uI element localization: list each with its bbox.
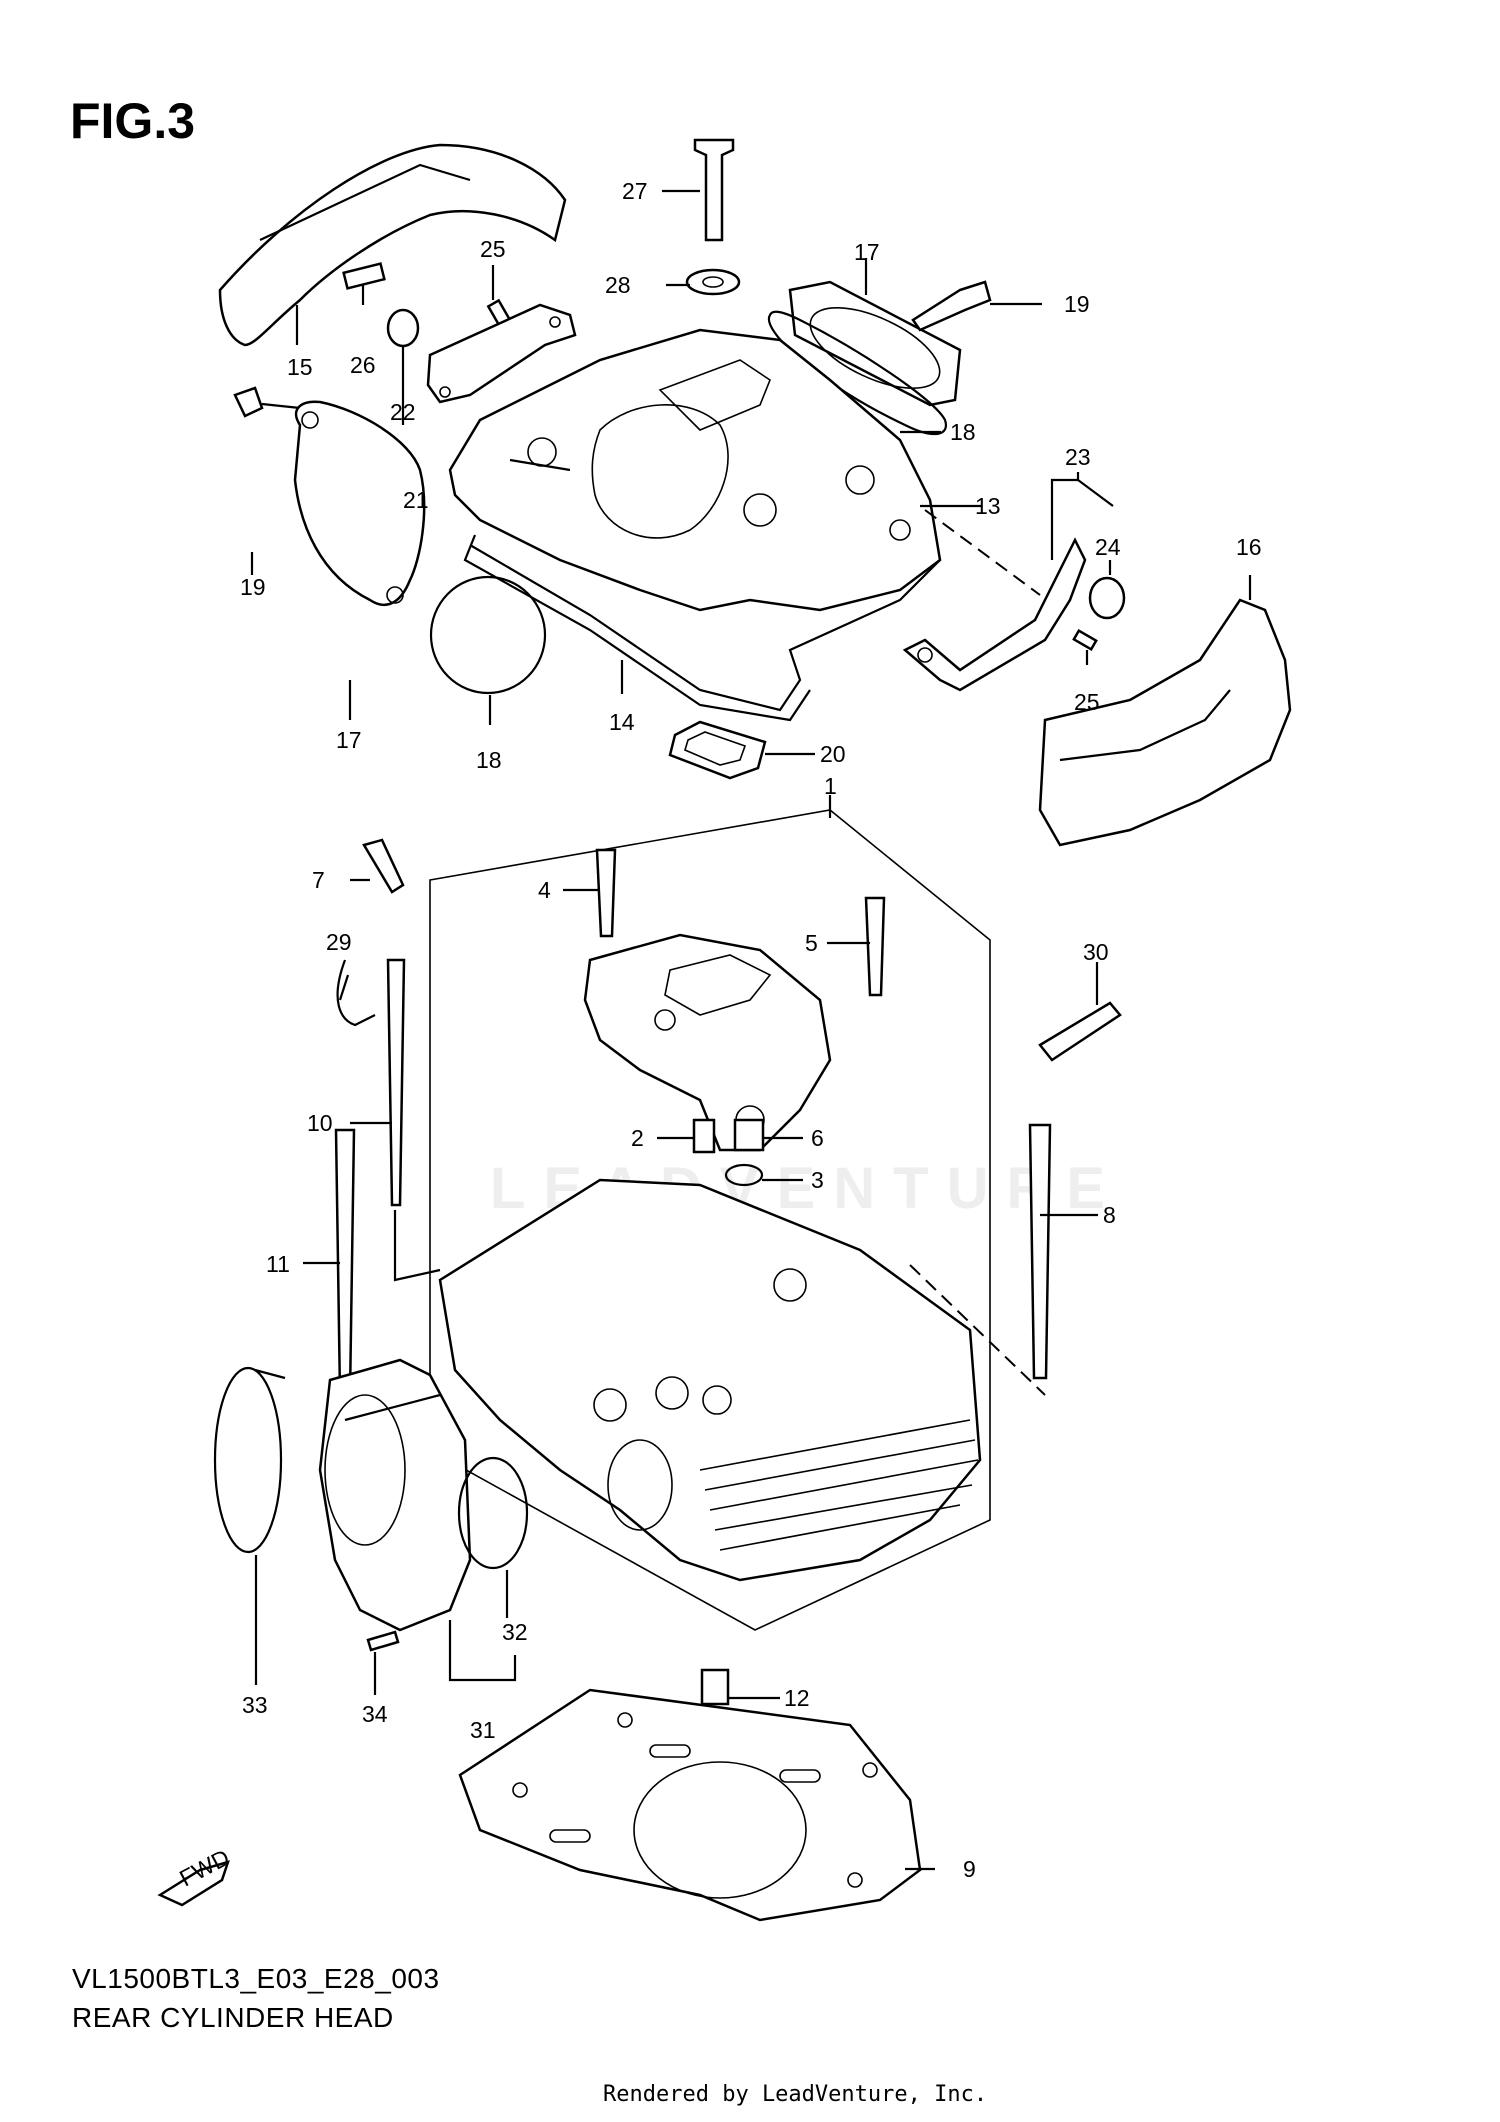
fwd-arrow-icon: FWD <box>157 1844 234 1907</box>
part-21-bracket[interactable] <box>426 303 577 404</box>
callout-19-left[interactable]: 19 <box>240 574 266 600</box>
callout-28[interactable]: 28 <box>605 272 631 298</box>
part-7-stud[interactable] <box>362 838 405 894</box>
part-29-clip[interactable] <box>336 959 376 1027</box>
part-1-cylinder-head[interactable] <box>438 1178 982 1582</box>
part-25-bolt-right[interactable] <box>1072 628 1098 652</box>
part-32-oring[interactable] <box>457 1456 529 1570</box>
part-6-collar[interactable] <box>733 1118 765 1152</box>
part-26-key[interactable] <box>342 262 386 290</box>
part-23-bracket[interactable] <box>902 537 1087 692</box>
callout-30[interactable]: 30 <box>1083 939 1109 965</box>
part-17-cap-left[interactable] <box>293 400 426 606</box>
part-27-bolt[interactable] <box>693 138 735 242</box>
callout-19-top[interactable]: 19 <box>1064 291 1090 317</box>
part-5-bolt[interactable] <box>864 896 886 997</box>
model-code: VL1500BTL3_E03_E28_003 <box>72 1963 440 1994</box>
callout-34[interactable]: 34 <box>362 1701 388 1727</box>
part-10-bolt[interactable] <box>386 958 406 1207</box>
callout-7[interactable]: 7 <box>312 867 325 893</box>
callout-21[interactable]: 21 <box>403 487 429 513</box>
part-20-gasket[interactable] <box>668 720 767 780</box>
callout-17-top[interactable]: 17 <box>854 239 880 265</box>
callout-26[interactable]: 26 <box>350 352 376 378</box>
part-31-intake-pipe[interactable] <box>318 1358 472 1632</box>
callout-4[interactable]: 4 <box>538 877 551 903</box>
callout-2[interactable]: 2 <box>631 1125 644 1151</box>
part-16-right-cover[interactable] <box>1038 598 1292 847</box>
callout-25-top[interactable]: 25 <box>480 236 506 262</box>
callout-6[interactable]: 6 <box>811 1125 824 1151</box>
callout-29[interactable]: 29 <box>326 929 352 955</box>
render-credit: Rendered by LeadVenture, Inc. <box>603 2082 988 2107</box>
part-2-dowel[interactable] <box>692 1118 716 1154</box>
callout-1[interactable]: 1 <box>824 773 837 799</box>
part-19-bolt-left[interactable] <box>233 386 264 418</box>
part-19-bolt-top[interactable] <box>911 280 992 332</box>
callout-12[interactable]: 12 <box>784 1685 810 1711</box>
part-3-oring[interactable] <box>724 1163 764 1187</box>
callout-9[interactable]: 9 <box>963 1856 976 1882</box>
callout-27[interactable]: 27 <box>622 178 648 204</box>
callout-18-left[interactable]: 18 <box>476 747 502 773</box>
part-12-dowel[interactable] <box>700 1668 730 1706</box>
callout-23[interactable]: 23 <box>1065 444 1091 470</box>
leader-lines <box>250 189 1252 1871</box>
part-18-oring-left[interactable] <box>429 575 547 695</box>
part-28-washer[interactable] <box>685 268 741 296</box>
part-15-left-cover[interactable] <box>218 143 567 347</box>
part-17-cap-top[interactable] <box>788 280 962 407</box>
callout-15[interactable]: 15 <box>287 354 313 380</box>
callout-20[interactable]: 20 <box>820 741 846 767</box>
part-4-bolt[interactable] <box>595 848 617 938</box>
callout-8[interactable]: 8 <box>1103 1202 1116 1228</box>
figure-title: FIG.3 <box>70 93 196 149</box>
callout-13[interactable]: 13 <box>975 493 1001 519</box>
callout-3[interactable]: 3 <box>811 1167 824 1193</box>
part-33-clamp[interactable] <box>213 1366 283 1554</box>
part-8-bolt[interactable] <box>1028 1123 1052 1380</box>
callout-17-left[interactable]: 17 <box>336 727 362 753</box>
part-9-head-gasket[interactable] <box>458 1688 922 1922</box>
callout-10[interactable]: 10 <box>307 1110 333 1136</box>
part-13-head-cover[interactable] <box>448 328 942 612</box>
callout-14[interactable]: 14 <box>609 709 635 735</box>
callout-11[interactable]: 11 <box>266 1251 290 1277</box>
part-14-cover-gasket[interactable] <box>469 544 941 712</box>
callout-33[interactable]: 33 <box>242 1692 268 1718</box>
part-cam-holder[interactable] <box>583 933 832 1152</box>
callout-16[interactable]: 16 <box>1236 534 1262 560</box>
callout-24[interactable]: 24 <box>1095 534 1121 560</box>
part-30-spark-plug[interactable] <box>1038 1001 1122 1062</box>
part-24-grommet[interactable] <box>1088 576 1126 620</box>
callout-31[interactable]: 31 <box>470 1717 496 1743</box>
callout-5[interactable]: 5 <box>805 930 818 956</box>
callout-32[interactable]: 32 <box>502 1619 528 1645</box>
part-group-name: REAR CYLINDER HEAD <box>72 2002 394 2033</box>
callout-22[interactable]: 22 <box>390 399 416 425</box>
part-34-screw[interactable] <box>366 1630 400 1652</box>
callout-25-right[interactable]: 25 <box>1074 689 1100 715</box>
part-22-grommet[interactable] <box>386 308 420 348</box>
callout-18-top[interactable]: 18 <box>950 419 976 445</box>
